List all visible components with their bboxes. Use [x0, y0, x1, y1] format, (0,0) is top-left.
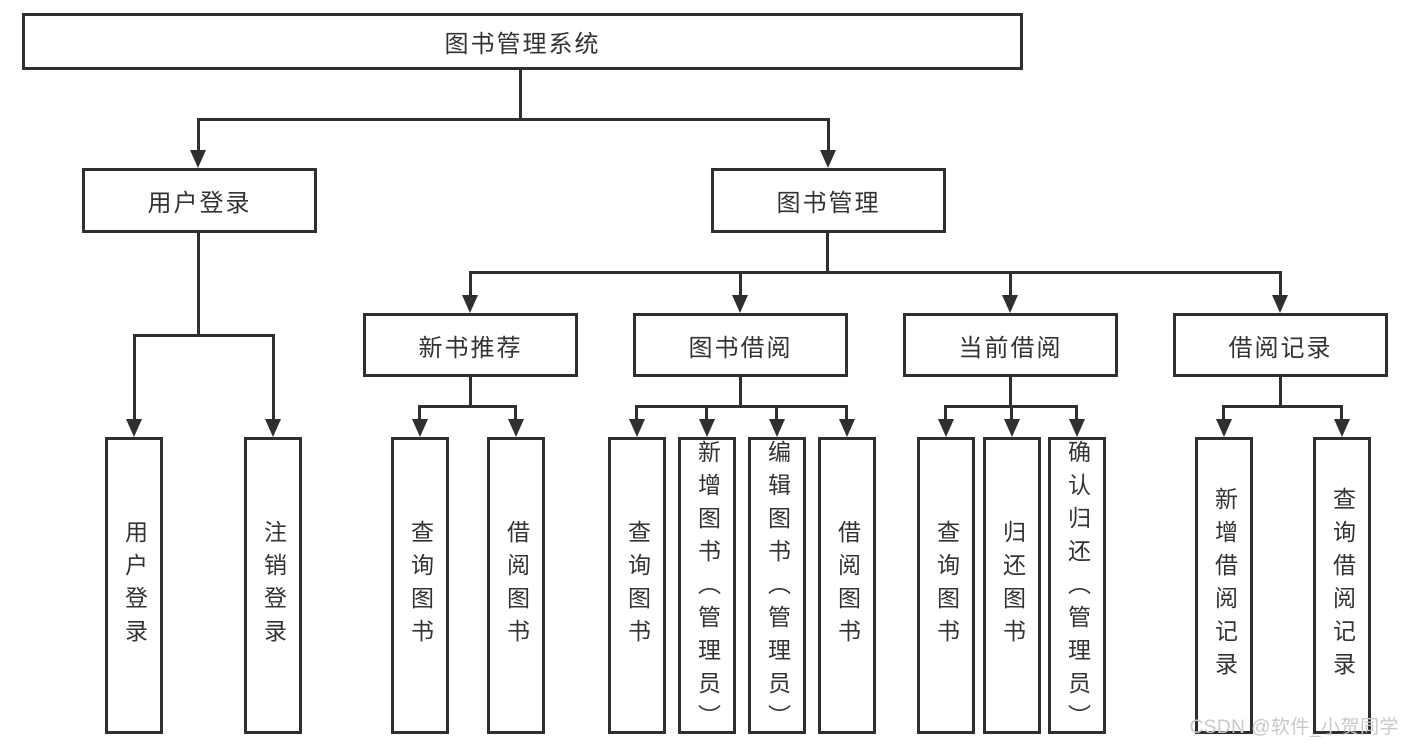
arrow-down-icon — [462, 295, 478, 313]
arrow-down-icon — [265, 419, 281, 437]
leaf-borrow-add-books-admin: 新增图书（管理员） — [678, 437, 736, 737]
arrow-down-icon — [1004, 419, 1020, 437]
arrow-down-icon — [769, 419, 785, 437]
leaf-current-query-books: 查询图书 — [917, 437, 975, 734]
connector-newrec-drop2 — [514, 405, 517, 424]
node-book-management: 图书管理 — [711, 168, 946, 233]
node-label: 用户登录 — [147, 190, 252, 217]
arrow-down-icon — [732, 295, 748, 313]
connector-current-drop3 — [1075, 405, 1078, 424]
connector-userlogin-split — [133, 334, 275, 337]
arrow-down-icon — [412, 419, 428, 437]
arrow-down-icon — [699, 419, 715, 437]
leaf-borrow-query-books: 查询图书 — [608, 437, 666, 734]
node-label: 确认归还（管理员） — [1064, 440, 1091, 737]
node-label: 图书管理系统 — [444, 31, 601, 58]
leaf-newrec-query-books: 查询图书 — [391, 437, 449, 734]
node-label: 图书管理 — [776, 190, 881, 217]
connector-root-split — [197, 118, 830, 121]
node-borrow-records: 借阅记录 — [1173, 313, 1388, 377]
arrow-down-icon — [1216, 419, 1232, 437]
connector-borrow-drop2 — [705, 405, 708, 424]
connector-current-drop1 — [944, 405, 947, 424]
connector-borrow-drop4 — [845, 405, 848, 424]
node-label: 编辑图书（管理员） — [764, 440, 791, 737]
node-label: 借阅记录 — [1228, 334, 1333, 362]
connector-newrec-drop1 — [418, 405, 421, 424]
connector-root-right-drop — [827, 118, 830, 152]
arrow-down-icon — [1334, 419, 1350, 437]
connector-bookmgmt-drop1 — [469, 271, 472, 297]
node-new-book-recommend: 新书推荐 — [363, 313, 578, 377]
arrow-down-icon — [1069, 419, 1085, 437]
node-user-login: 用户登录 — [82, 168, 317, 233]
node-label: 新增图书（管理员） — [694, 440, 721, 737]
connector-bookmgmt-drop3 — [1009, 271, 1012, 297]
connector-bookmgmt-drop2 — [739, 271, 742, 297]
node-label: 当前借阅 — [958, 334, 1063, 362]
connector-borrow-split — [635, 405, 847, 408]
connector-bookmgmt-stem — [826, 233, 829, 274]
connector-records-drop2 — [1340, 405, 1343, 424]
connector-userlogin-drop1 — [133, 334, 136, 424]
connector-records-stem — [1279, 377, 1282, 408]
arrow-down-icon — [126, 419, 142, 437]
arrow-down-icon — [1272, 295, 1288, 313]
node-label: 查询图书 — [933, 519, 960, 652]
connector-bookmgmt-split — [469, 271, 1282, 274]
node-label: 查询图书 — [407, 519, 434, 652]
connector-borrow-drop1 — [635, 405, 638, 424]
leaf-newrec-borrow-books: 借阅图书 — [487, 437, 545, 734]
node-current-borrow: 当前借阅 — [903, 313, 1118, 377]
arrow-down-icon — [820, 150, 836, 168]
node-label: 新书推荐 — [418, 334, 523, 362]
node-label: 查询图书 — [624, 519, 651, 652]
node-label: 用户登录 — [121, 519, 148, 652]
connector-userlogin-drop2 — [272, 334, 275, 424]
node-label: 新增借阅记录 — [1211, 486, 1238, 685]
connector-records-drop1 — [1222, 405, 1225, 424]
node-library-system: 图书管理系统 — [22, 13, 1023, 70]
leaf-records-query-borrow-record: 查询借阅记录 — [1313, 437, 1371, 734]
leaf-user-login: 用户登录 — [105, 437, 163, 734]
arrow-down-icon — [629, 419, 645, 437]
leaf-current-confirm-return-admin: 确认归还（管理员） — [1048, 437, 1106, 737]
leaf-borrow-borrow-books: 借阅图书 — [818, 437, 876, 734]
arrow-down-icon — [938, 419, 954, 437]
connector-borrow-drop3 — [775, 405, 778, 424]
node-label: 图书借阅 — [688, 334, 793, 362]
leaf-logout: 注销登录 — [244, 437, 302, 734]
node-label: 借阅图书 — [503, 519, 530, 652]
connector-borrow-stem — [739, 377, 742, 408]
node-label: 注销登录 — [260, 519, 287, 652]
node-label: 归还图书 — [999, 519, 1026, 652]
connector-userlogin-stem — [197, 233, 200, 337]
connector-current-drop2 — [1010, 405, 1013, 424]
leaf-borrow-edit-books-admin: 编辑图书（管理员） — [748, 437, 806, 737]
connector-root-stem — [519, 70, 522, 120]
connector-records-split — [1222, 405, 1343, 408]
connector-current-stem — [1009, 377, 1012, 408]
csdn-watermark: CSDN @软件_小贺同学 — [1189, 717, 1399, 738]
node-label: 借阅图书 — [834, 519, 861, 652]
connector-newrec-stem — [469, 377, 472, 408]
leaf-records-add-borrow-record: 新增借阅记录 — [1195, 437, 1253, 734]
node-book-borrow: 图书借阅 — [633, 313, 848, 377]
arrow-down-icon — [508, 419, 524, 437]
arrow-down-icon — [839, 419, 855, 437]
connector-bookmgmt-drop4 — [1279, 271, 1282, 297]
connector-root-left-drop — [197, 118, 200, 152]
connector-newrec-split — [418, 405, 517, 408]
arrow-down-icon — [190, 150, 206, 168]
arrow-down-icon — [1002, 295, 1018, 313]
node-label: 查询借阅记录 — [1329, 486, 1356, 685]
leaf-current-return-books: 归还图书 — [983, 437, 1041, 734]
